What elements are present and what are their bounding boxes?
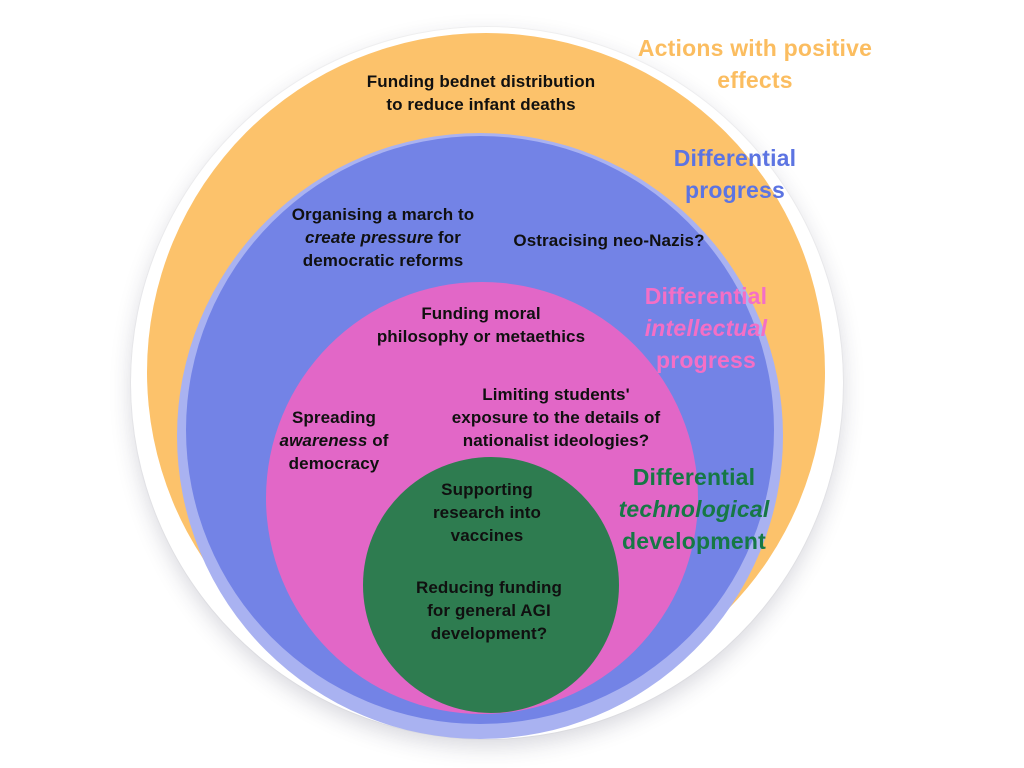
label-line: Ostracising neo-Nazis?: [513, 231, 705, 250]
title-line: intellectual: [616, 312, 796, 344]
label-line-rest: of: [367, 431, 389, 450]
item-organising-march: Organising a march to create pressure fo…: [258, 203, 508, 272]
item-spreading-awareness-of-democracy: Spreading awareness of democracy: [254, 406, 414, 475]
ring-title-differential-progress: Differential progress: [625, 142, 845, 206]
label-line: Funding moral: [421, 304, 541, 323]
emphasis-text: awareness: [279, 431, 368, 450]
label-line: Reducing funding: [415, 578, 563, 597]
label-line: philosophy or metaethics: [376, 327, 586, 346]
title-line: Actions with positive: [637, 35, 873, 61]
title-line: development: [621, 528, 767, 554]
title-line: technological: [594, 493, 794, 525]
label-line: democratic reforms: [302, 251, 464, 270]
label-line: nationalist ideologies?: [462, 431, 650, 450]
label-line-rest: for: [433, 228, 461, 247]
ring-title-differential-intellectual-progress: Differential intellectual progress: [616, 280, 796, 376]
item-limiting-students-exposure: Limiting students' exposure to the detai…: [421, 383, 691, 452]
label-line: democracy: [288, 454, 380, 473]
label-line: for general AGI: [427, 601, 551, 620]
title-line: effects: [717, 67, 793, 93]
title-line: Differential: [673, 145, 797, 171]
item-ostracising-neo-nazis: Ostracising neo-Nazis?: [484, 229, 734, 252]
label-line: exposure to the details of: [451, 408, 661, 427]
circle-differential-technological-development: [363, 457, 619, 713]
label-line: Spreading: [291, 408, 377, 427]
title-line: Differential: [644, 283, 768, 309]
item-reducing-agi-funding: Reducing funding for general AGI develop…: [394, 576, 584, 645]
label-line: to reduce infant deaths: [386, 95, 576, 114]
ring-title-actions-with-positive-effects: Actions with positive effects: [610, 32, 900, 96]
label-line: Supporting: [441, 480, 533, 499]
label-line: Limiting students': [482, 385, 630, 404]
ring-title-differential-technological-development: Differential technological development: [594, 461, 794, 557]
item-funding-bednet-distribution: Funding bednet distribution to reduce in…: [306, 70, 656, 116]
item-funding-moral-philosophy: Funding moral philosophy or metaethics: [346, 302, 616, 348]
title-line: progress: [684, 177, 786, 203]
label-line: development?: [430, 624, 548, 643]
item-supporting-vaccine-research: Supporting research into vaccines: [412, 478, 562, 547]
label-line: research into: [432, 503, 542, 522]
label-line: Funding bednet distribution: [366, 72, 596, 91]
label-line: awareness of: [254, 429, 414, 452]
emphasis-text: technological: [618, 496, 770, 522]
emphasis-text: create pressure: [305, 228, 434, 247]
label-line: create pressure for: [258, 226, 508, 249]
title-line: progress: [655, 347, 757, 373]
label-line: vaccines: [450, 526, 524, 545]
label-line: Organising a march to: [291, 205, 475, 224]
emphasis-text: intellectual: [644, 315, 768, 341]
title-line: Differential: [632, 464, 756, 490]
